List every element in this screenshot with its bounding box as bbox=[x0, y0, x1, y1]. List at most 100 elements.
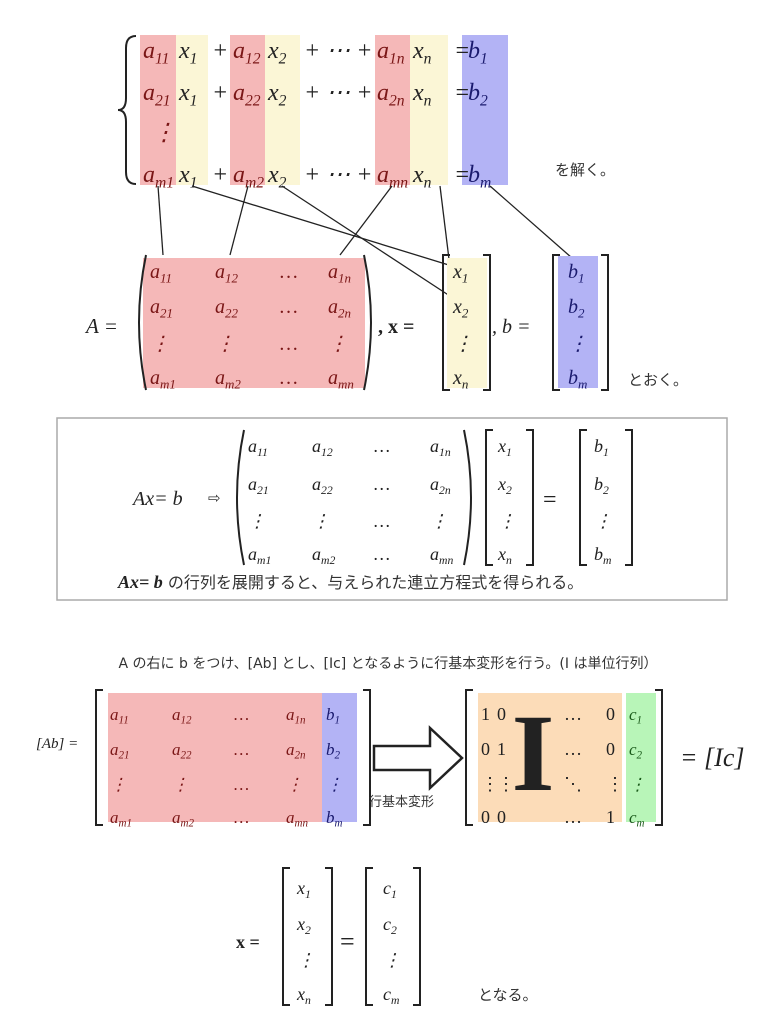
symbol-base: ⋮ bbox=[430, 511, 448, 531]
symbol-base: a bbox=[215, 296, 225, 318]
vector-entry: b1 bbox=[326, 705, 340, 727]
symbol-base: x bbox=[296, 878, 305, 898]
symbol-base: a bbox=[110, 705, 119, 724]
equation-term: ⋮ bbox=[152, 120, 176, 146]
equation-term: x1 bbox=[178, 38, 197, 67]
symbol-base: a bbox=[150, 367, 160, 389]
identity-highlight bbox=[478, 693, 622, 822]
symbol-base: a bbox=[233, 80, 245, 106]
matrix-entry: a12 bbox=[312, 436, 333, 459]
matrix-entry: amn bbox=[286, 808, 308, 830]
matrix-entry: ⋮ bbox=[328, 333, 348, 355]
symbol-base: … bbox=[234, 808, 249, 827]
symbol-subscript: 2 bbox=[391, 924, 397, 937]
symbol-subscript: mn bbox=[295, 818, 309, 830]
equation-term: + bbox=[212, 38, 228, 64]
symbol-subscript: 12 bbox=[181, 715, 193, 727]
symbol-base: a bbox=[233, 162, 245, 188]
symbol-base: ⋮ bbox=[629, 775, 646, 794]
implies-arrow: ⇨ bbox=[208, 489, 221, 507]
c-highlight bbox=[626, 693, 656, 822]
symbol-base: a bbox=[328, 367, 338, 389]
box-matrix-left-paren bbox=[236, 429, 245, 566]
symbol-base: c bbox=[383, 878, 391, 898]
matrix-entry: a2n bbox=[286, 740, 306, 762]
symbol-subscript: 1 bbox=[603, 446, 609, 459]
matrix-entry: ⋮ bbox=[497, 774, 515, 794]
connector-x2 bbox=[281, 185, 457, 301]
ax-equals-b: Ax= b bbox=[131, 488, 183, 510]
symbol-base: ⋮ bbox=[326, 775, 343, 794]
symbol-subscript: 1 bbox=[190, 50, 198, 67]
matrix-entry: am2 bbox=[215, 367, 241, 391]
symbol-base: b bbox=[326, 808, 335, 827]
vector-b-left-bracket bbox=[552, 254, 560, 391]
ab-label: [Ab] = bbox=[36, 736, 78, 752]
vector-entry: ⋮ bbox=[629, 775, 646, 794]
symbol-base: ⋮ bbox=[215, 333, 235, 355]
matrix-entry: amn bbox=[328, 367, 354, 391]
matrix-entry: ⋮ bbox=[150, 333, 170, 355]
column-highlight-x2 bbox=[265, 35, 300, 185]
vector-x-left-bracket bbox=[442, 254, 450, 391]
solution-c-left-bracket bbox=[365, 867, 373, 1006]
symbol-base: x bbox=[296, 984, 305, 1004]
symbol-base: a bbox=[312, 544, 321, 564]
symbol-subscript: 1n bbox=[338, 270, 351, 285]
symbol-base: … bbox=[374, 511, 390, 531]
matrix-entry: a22 bbox=[172, 740, 192, 762]
symbol-subscript: n bbox=[424, 174, 432, 191]
symbol-base: ⋮ bbox=[383, 950, 401, 970]
symbol-subscript: 1 bbox=[335, 715, 341, 727]
symbol-subscript: m1 bbox=[119, 818, 133, 830]
matrix-entry: am1 bbox=[150, 367, 176, 391]
matrix-entry: 0 bbox=[497, 807, 506, 827]
symbol-subscript: 1 bbox=[637, 715, 643, 727]
symbol-base: a bbox=[215, 261, 225, 283]
connector-x1 bbox=[191, 185, 453, 267]
matrix-entry: … bbox=[280, 333, 298, 355]
caption-text: の行列を展開すると、与えられた連立方程式を得られる。 bbox=[163, 573, 583, 592]
symbol-base: a bbox=[328, 296, 338, 318]
equation-term: + ⋯ + bbox=[304, 80, 372, 106]
symbol-subscript: n bbox=[424, 92, 432, 109]
matrix-entry: a21 bbox=[248, 474, 269, 497]
symbol-base: a bbox=[150, 296, 160, 318]
symbol-base: … bbox=[280, 296, 298, 318]
symbol-base: x bbox=[412, 38, 424, 64]
matrix-entry: am2 bbox=[172, 808, 194, 830]
symbol-base: x bbox=[267, 38, 279, 64]
symbol-subscript: 1 bbox=[506, 446, 512, 459]
symbol-subscript: 2 bbox=[335, 750, 341, 762]
symbol-base: x bbox=[267, 80, 279, 106]
matrix-entry: a1n bbox=[328, 261, 351, 285]
symbol-base: a bbox=[328, 261, 338, 283]
matrix-entry: … bbox=[564, 807, 582, 827]
vector-entry: c1 bbox=[629, 705, 642, 727]
box-caption: Ax= b の行列を展開すると、与えられた連立方程式を得られる。 bbox=[117, 572, 583, 592]
matrix-entry: 1 bbox=[497, 739, 506, 759]
matrix-entry: ⋮ bbox=[481, 774, 499, 794]
matrix-entry: … bbox=[280, 367, 298, 389]
symbol-base: … bbox=[374, 436, 390, 456]
vector-entry: ⋮ bbox=[498, 511, 516, 531]
equation-term: xn bbox=[412, 162, 432, 191]
box-x-left-bracket bbox=[485, 429, 493, 566]
symbol-subscript: 2 bbox=[480, 92, 488, 109]
symbol-base: ⋮ bbox=[150, 333, 170, 355]
symbol-subscript: m2 bbox=[245, 174, 264, 191]
symbol-base: + ⋯ + bbox=[304, 38, 372, 64]
symbol-subscript: m1 bbox=[155, 174, 174, 191]
symbol-base: a bbox=[215, 367, 225, 389]
symbol-base: b bbox=[326, 740, 335, 759]
define-suffix: とおく。 bbox=[628, 371, 688, 389]
vector-x-right-bracket bbox=[483, 254, 491, 391]
symbol-subscript: 22 bbox=[181, 750, 193, 762]
matrix-entry: 0 bbox=[481, 739, 490, 759]
equation-term: am2 bbox=[233, 162, 264, 191]
